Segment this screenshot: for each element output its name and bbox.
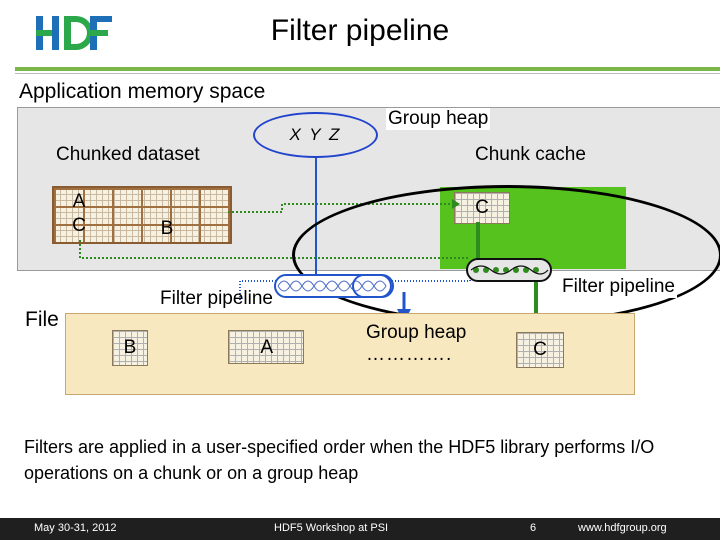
group-heap-xyz: X Y Z <box>253 112 378 158</box>
title-rule-thin <box>15 73 720 74</box>
footer-page-number: 6 <box>530 522 537 534</box>
file-chunk-b: B <box>112 330 148 366</box>
chunked-dataset-grid <box>52 186 232 244</box>
chunked-dataset-label: Chunked dataset <box>56 144 200 165</box>
dataset-chunk-b: B <box>160 218 174 239</box>
app-memory-label: Application memory space <box>19 80 266 103</box>
file-group-heap-label: Group heap <box>366 322 467 344</box>
caption-text: Filters are applied in a user-specified … <box>24 437 655 483</box>
dataset-chunk-a: A <box>72 191 86 212</box>
filter-pipeline-right-label: Filter pipeline <box>560 276 677 298</box>
file-group-heap-dots: …………. <box>366 344 453 365</box>
file-chunk-a: A <box>228 330 304 364</box>
filter-pipeline-left <box>274 274 394 298</box>
chunk-cache-label: Chunk cache <box>475 144 586 165</box>
filter-pipeline-left-end <box>352 274 392 298</box>
footer-bar <box>0 518 720 540</box>
footer-event: HDF5 Workshop at PSI <box>274 522 389 534</box>
filter-pipeline-ellipse <box>292 185 720 325</box>
title-rule <box>15 67 720 71</box>
dataset-chunk-c: C <box>72 215 86 236</box>
group-heap-label: Group heap <box>386 108 491 130</box>
filter-pipeline-left-label: Filter pipeline <box>160 288 273 309</box>
footer-url[interactable]: www.hdfgroup.org <box>578 522 667 534</box>
footer-date: May 30-31, 2012 <box>34 522 117 534</box>
filter-pipeline-right <box>466 258 552 282</box>
page-title: Filter pipeline <box>270 14 450 47</box>
hdf-logo-icon <box>34 10 114 56</box>
file-chunk-c: C <box>516 332 564 368</box>
file-label: File <box>25 308 59 331</box>
